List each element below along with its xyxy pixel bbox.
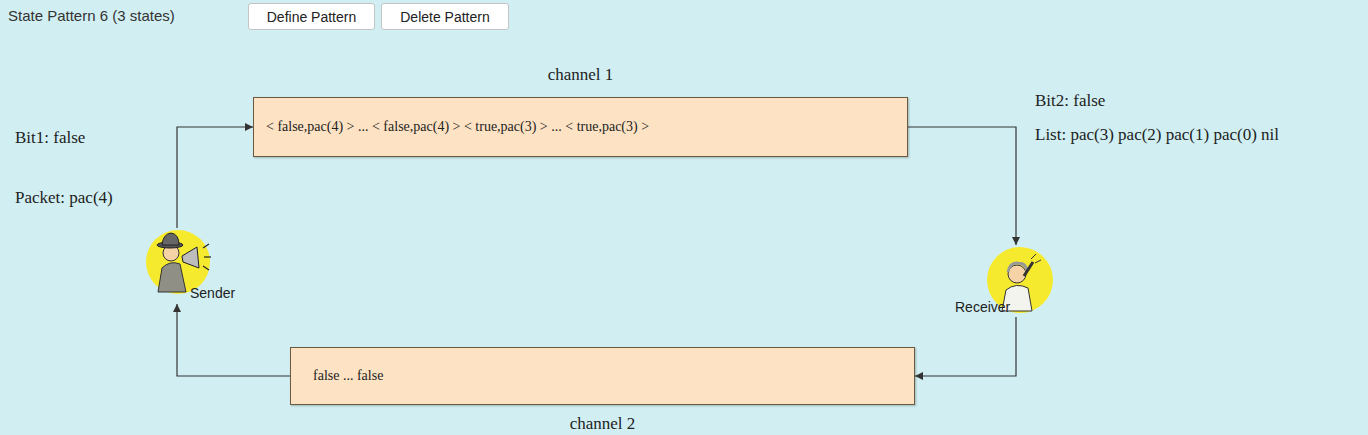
page-title: State Pattern 6 (3 states) (8, 7, 175, 24)
node-text: < false,pac(4) > ... < false,pac(4) > < … (266, 119, 649, 135)
button: Define Pattern (248, 3, 375, 30)
state-label: Bit2: false (1035, 91, 1105, 111)
node-text: Delete Pattern (400, 9, 490, 25)
channel-heading: channel 2 (291, 414, 914, 434)
channel-box: channel 2false ... false (290, 347, 915, 405)
receiver-node: Receiver (950, 245, 1060, 317)
state-label: List: pac(3) pac(2) pac(1) pac(0) nil (1035, 125, 1279, 145)
state-label: Bit1: false (15, 128, 85, 148)
node-text: false ... false (313, 368, 383, 384)
node-text: Define Pattern (267, 9, 357, 25)
channel-arrow (908, 127, 1016, 245)
sender-illustration (146, 230, 211, 294)
button: Delete Pattern (381, 3, 509, 30)
node-text: Sender (190, 285, 235, 301)
channel-arrow (177, 304, 290, 376)
channel-box: channel 1< false,pac(4) > ... < false,pa… (253, 97, 908, 157)
sender-node: Sender (143, 228, 238, 304)
channel-arrow (915, 317, 1016, 376)
channel-heading: channel 1 (254, 65, 907, 85)
channel-arrow (177, 127, 253, 228)
node-text: Receiver (955, 299, 1010, 315)
state-label: Packet: pac(4) (15, 188, 113, 208)
